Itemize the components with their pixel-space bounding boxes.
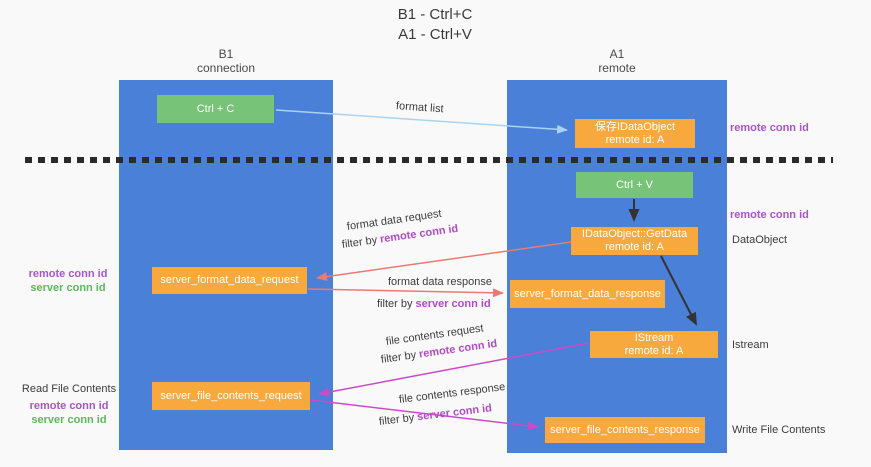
- lifeline-b1-subtitle: connection: [196, 61, 256, 75]
- node-getdata-line2: remote id: A: [605, 241, 664, 253]
- side-label-read-file-contents: Read File Contents: [21, 383, 117, 395]
- node-save-idataobject-line1: 保存IDataObject: [594, 120, 676, 133]
- filter-by-text: filter by: [380, 349, 417, 366]
- side-label-left-remote-conn-id: remote conn id: [28, 268, 108, 280]
- separator-dashed-line: [25, 157, 833, 163]
- side-label-read-file-contents-block: Read File Contents remote conn id server…: [14, 382, 124, 427]
- node-format-response-label: server_format_data_response: [514, 287, 661, 300]
- node-server-format-data-request: server_format_data_request: [152, 267, 307, 294]
- side-label-remote-conn-id-top: remote conn id: [730, 122, 809, 134]
- server-conn-id-highlight: server conn id: [415, 298, 491, 310]
- lifeline-a1-name: A1: [609, 47, 625, 61]
- side-label-write-file-contents: Write File Contents: [732, 424, 826, 436]
- side-label-left-server-conn-id-bottom: server conn id: [31, 414, 107, 426]
- node-istream-line2: remote id: A: [624, 344, 684, 357]
- diagram-title: B1 - Ctrl+C A1 - Ctrl+V: [330, 5, 540, 45]
- node-ctrl-c: Ctrl + C: [157, 95, 274, 123]
- filter-by-text: filter by: [378, 411, 415, 428]
- node-istream: IStream remote id: A: [590, 331, 718, 358]
- lifeline-header-a1: A1 remote: [507, 47, 727, 75]
- filter-by-text: filter by: [377, 298, 413, 310]
- side-label-left-remote-conn-id-bottom: remote conn id: [29, 400, 109, 412]
- lifeline-b1-name: B1: [218, 47, 234, 61]
- diagram-title-line1: B1 - Ctrl+C: [397, 6, 473, 23]
- lifeline-header-b1: B1 connection: [119, 47, 333, 75]
- node-istream-line1: IStream: [634, 331, 674, 344]
- node-ctrl-c-label: Ctrl + C: [196, 102, 235, 115]
- edge-label-format-data-response: format data response: [388, 276, 492, 288]
- node-idataobject-getdata: IDataObject::GetData remote id: A: [571, 227, 698, 255]
- node-ctrl-v: Ctrl + V: [576, 172, 693, 198]
- side-label-dataobject: DataObject: [732, 234, 788, 246]
- node-ctrl-v-label: Ctrl + V: [616, 178, 653, 191]
- lifeline-a1-subtitle: remote: [598, 61, 636, 75]
- node-file-request-label: server_file_contents_request: [160, 389, 302, 402]
- node-save-idataobject: 保存IDataObject remote id: A: [575, 119, 695, 148]
- node-file-response-label: server_file_contents_response: [550, 423, 700, 436]
- node-server-file-contents-request: server_file_contents_request: [152, 382, 310, 410]
- node-server-format-data-response: server_format_data_response: [510, 280, 665, 308]
- filter-by-text: filter by: [341, 234, 378, 251]
- side-label-istream: Istream: [732, 339, 769, 351]
- arrow-format-data-response: [307, 288, 504, 298]
- node-save-idataobject-line2: remote id: A: [605, 133, 665, 146]
- diagram-title-line2: A1 - Ctrl+V: [398, 26, 472, 43]
- server-conn-id-highlight: server conn id: [416, 402, 493, 424]
- node-getdata-line1: IDataObject::GetData: [581, 228, 688, 240]
- side-label-remote-conn-id-mid: remote conn id: [730, 209, 809, 221]
- node-format-request-label: server_format_data_request: [160, 274, 299, 286]
- node-server-file-contents-response: server_file_contents_response: [545, 417, 705, 443]
- edge-label-format-list: format list: [395, 100, 444, 116]
- side-label-left-conn-ids: remote conn id server conn id: [18, 267, 118, 295]
- side-label-left-server-conn-id: server conn id: [30, 282, 106, 294]
